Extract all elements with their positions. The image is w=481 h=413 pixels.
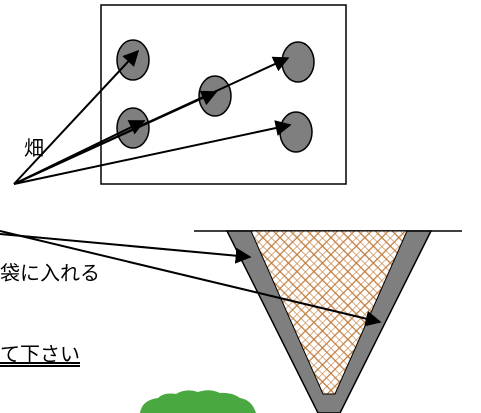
arrow-to-spot-1 xyxy=(13,49,140,185)
bag-label: 袋に入れる xyxy=(0,261,100,285)
origin-arrows xyxy=(13,49,292,185)
field-spot-4 xyxy=(116,107,150,149)
arrow-to-spot-2 xyxy=(13,56,290,185)
arrow-to-bag-mesh xyxy=(0,230,382,327)
field-box xyxy=(100,4,347,185)
field-spot-5 xyxy=(279,111,313,153)
please-label: て下さい xyxy=(0,342,80,366)
field-spot-2 xyxy=(281,41,315,83)
tree-crown xyxy=(140,390,256,413)
arrow-to-bag-wall xyxy=(0,233,252,264)
funnel-mesh xyxy=(250,230,408,395)
field-spot-1 xyxy=(116,39,150,81)
field-label: 畑 xyxy=(24,136,44,160)
arrow-to-spot-5 xyxy=(13,120,292,185)
bag-arrows xyxy=(0,230,382,327)
